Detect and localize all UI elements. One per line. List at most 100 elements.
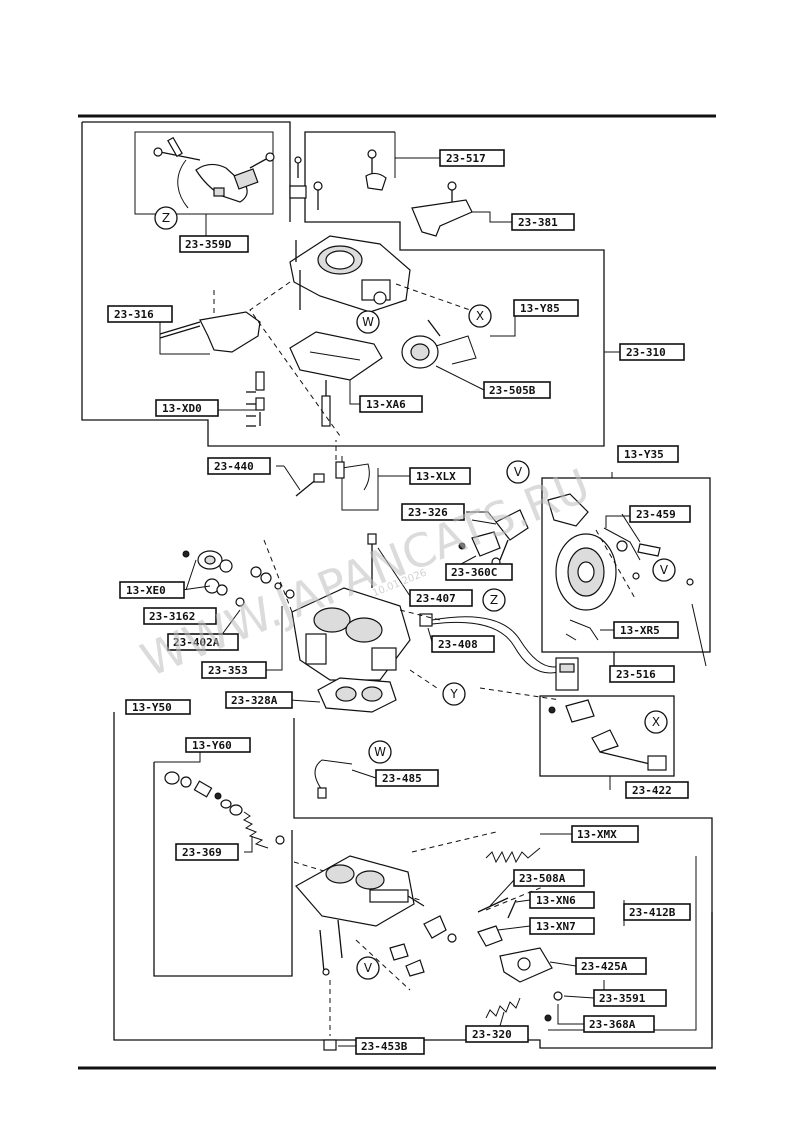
svg-text:23-453B: 23-453B: [361, 1040, 408, 1053]
label-23-516[interactable]: 23-516: [609, 665, 675, 683]
callout-w-top: W: [356, 310, 380, 334]
label-23-440[interactable]: 23-440: [207, 457, 271, 475]
bracket-360c-part: [471, 531, 501, 557]
label-23-328A[interactable]: 23-328A: [225, 691, 293, 709]
top-screws: [289, 149, 457, 210]
callout-z-top: Z: [154, 206, 178, 230]
callout-v-right: V: [652, 558, 676, 582]
label-23-368A[interactable]: 23-368A: [583, 1015, 655, 1033]
callout-w-bottom: W: [368, 740, 392, 764]
svg-text:23-408: 23-408: [438, 638, 478, 651]
return-spring-part: [485, 997, 521, 1019]
svg-text:23-359D: 23-359D: [185, 238, 232, 251]
label-23-3591[interactable]: 23-3591: [593, 989, 667, 1007]
throttle-body-part: [295, 855, 425, 976]
label-23-485[interactable]: 23-485: [375, 769, 439, 787]
svg-text:13-Y35: 13-Y35: [624, 448, 664, 461]
svg-text:X: X: [476, 309, 484, 323]
label-13-XMX[interactable]: 13-XMX: [571, 825, 639, 843]
needle-set-part: [246, 371, 331, 427]
label-23-360C[interactable]: 23-360C: [445, 563, 513, 581]
svg-text:13-XN6: 13-XN6: [536, 894, 576, 907]
callout-z-mid: Z: [482, 588, 506, 612]
dashpot-part: [153, 136, 275, 209]
label-13-XLX[interactable]: 13-XLX: [409, 467, 471, 485]
svg-text:W: W: [374, 745, 386, 759]
label-23-402A[interactable]: 23-402A: [167, 633, 239, 651]
svg-text:23-459: 23-459: [636, 508, 676, 521]
label-13-Y85[interactable]: 13-Y85: [513, 299, 579, 317]
svg-text:23-320: 23-320: [472, 1028, 512, 1041]
svg-text:X: X: [652, 715, 660, 729]
label-23-508A[interactable]: 23-508A: [513, 869, 585, 887]
label-13-XR5[interactable]: 13-XR5: [613, 621, 679, 639]
label-23-353[interactable]: 23-353: [201, 661, 267, 679]
label-23-505B[interactable]: 23-505B: [483, 381, 551, 399]
label-23-369[interactable]: 23-369: [175, 843, 239, 861]
air-horn-part: [289, 235, 411, 313]
svg-text:V: V: [514, 465, 523, 479]
callout-v-mid: V: [506, 460, 530, 484]
svg-text:Y: Y: [449, 687, 458, 701]
svg-text:13-XLX: 13-XLX: [416, 470, 456, 483]
label-23-517[interactable]: 23-517: [439, 149, 505, 167]
label-23-320[interactable]: 23-320: [465, 1025, 529, 1043]
vacuum-hose-part: [314, 759, 353, 791]
label-13-XN6[interactable]: 13-XN6: [529, 891, 595, 909]
svg-text:23-402A: 23-402A: [173, 636, 220, 649]
callout-x-top: X: [468, 304, 492, 328]
svg-text:23-508A: 23-508A: [519, 872, 566, 885]
svg-text:V: V: [364, 961, 373, 975]
cover-plate-part: [159, 290, 261, 353]
svg-text:23-516: 23-516: [616, 668, 656, 681]
label-23-453B[interactable]: 23-453B: [355, 1037, 425, 1055]
svg-text:23-407: 23-407: [416, 592, 456, 605]
pump-spring-parts: [164, 771, 285, 849]
svg-text:23-412B: 23-412B: [629, 906, 676, 919]
label-13-Y35[interactable]: 13-Y35: [617, 445, 679, 463]
callout-y-mid: Y: [442, 682, 466, 706]
label-23-422[interactable]: 23-422: [625, 781, 689, 799]
vacuum-diaphragm-part: [401, 319, 477, 369]
label-23-316[interactable]: 23-316: [107, 305, 173, 323]
label-23-359D[interactable]: 23-359D: [179, 235, 249, 253]
svg-text:23-440: 23-440: [214, 460, 254, 473]
svg-text:23-517: 23-517: [446, 152, 486, 165]
label-23-408[interactable]: 23-408: [431, 635, 495, 653]
svg-text:23-425A: 23-425A: [581, 960, 628, 973]
accelerator-pump-parts: [182, 550, 295, 607]
label-23-326[interactable]: 23-326: [401, 503, 465, 521]
base-gasket-part: [317, 677, 397, 713]
label-23-459[interactable]: 23-459: [629, 505, 691, 523]
svg-text:23-353: 23-353: [208, 664, 248, 677]
label-23-425A[interactable]: 23-425A: [575, 957, 647, 975]
label-23-310[interactable]: 23-310: [619, 343, 685, 361]
choke-housing-part: [547, 493, 694, 641]
carburetor-body-part: [291, 533, 411, 681]
throttle-spring-part: [485, 847, 541, 864]
svg-text:13-XMX: 13-XMX: [577, 828, 617, 841]
svg-text:23-381: 23-381: [518, 216, 558, 229]
label-13-XE0[interactable]: 13-XE0: [119, 581, 185, 599]
label-23-412B[interactable]: 23-412B: [623, 903, 691, 921]
label-13-XD0[interactable]: 13-XD0: [155, 399, 219, 417]
svg-text:23-3162: 23-3162: [149, 610, 195, 623]
middle-assembly-group: [341, 456, 711, 790]
label-leaders: [159, 214, 641, 1047]
label-13-XN7[interactable]: 13-XN7: [529, 917, 595, 935]
label-13-Y60[interactable]: 13-Y60: [185, 737, 251, 753]
label-13-XA6[interactable]: 13-XA6: [359, 395, 423, 413]
label-23-407[interactable]: 23-407: [409, 589, 473, 607]
throttle-sensor-parts: [548, 699, 667, 771]
svg-text:23-368A: 23-368A: [589, 1018, 636, 1031]
fuel-line-part: [341, 463, 370, 491]
svg-text:23-3591: 23-3591: [599, 992, 646, 1005]
svg-text:23-328A: 23-328A: [231, 694, 278, 707]
label-13-Y50[interactable]: 13-Y50: [125, 699, 191, 715]
svg-text:23-310: 23-310: [626, 346, 666, 359]
label-23-3162[interactable]: 23-3162: [143, 607, 217, 625]
label-23-381[interactable]: 23-381: [511, 213, 575, 231]
sensor-harness-part: [419, 613, 579, 691]
